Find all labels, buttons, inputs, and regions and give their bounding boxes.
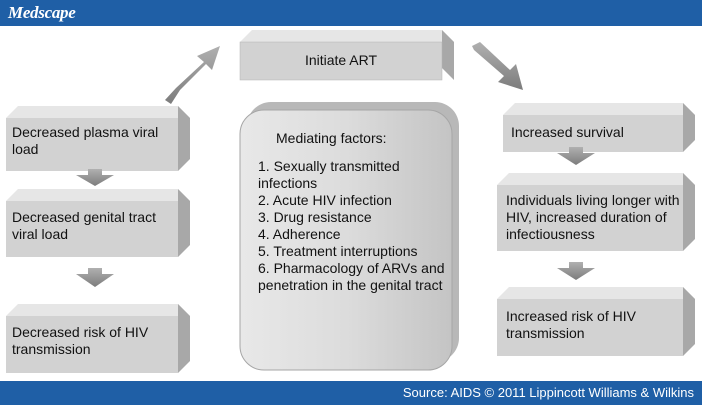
arrow-down-left-1 [76,169,114,186]
arrow-to-left-column [165,46,220,104]
flow-diagram: Initiate ART Decreased plasma viral load… [0,26,702,381]
label-genital-viral-load: Decreased genital tract viral load [12,209,156,242]
source-credit: Source: AIDS © 2011 Lippincott Williams … [402,385,694,400]
label-increased-survival: Increased survival [511,124,624,140]
factor-item: 2. Acute HIV infection [258,192,392,208]
box-increased-survival [503,103,695,152]
arrow-down-left-2 [76,268,114,287]
medscape-logo[interactable]: Medscape [8,3,76,22]
box-living-longer [497,173,695,251]
factor-item: 6. Pharmacology of ARVs and penetration … [258,260,445,293]
box-plasma-viral-load [6,106,190,171]
label-initiate-art: Initiate ART [304,52,378,68]
arrow-down-right-1 [557,147,595,165]
factor-item: 5. Treatment interruptions [258,243,418,259]
factor-item: 1. Sexually transmitted infections [258,158,400,191]
label-plasma-viral-load: Decreased plasma viral load [12,124,159,157]
diagram-graphics [6,30,695,373]
arrow-down-right-2 [557,262,595,280]
factor-item: 3. Drug resistance [258,209,372,225]
label-living-longer: Individuals living longer with HIV, incr… [506,192,680,242]
label-decreased-risk: Decreased risk of HIV transmission [12,324,149,357]
medscape-header: Medscape [0,0,702,26]
box-initiate-art [239,30,454,81]
box-increased-risk [497,287,695,356]
box-genital-viral-load [6,189,190,257]
box-mediating-factors [239,102,459,371]
box-decreased-risk [6,304,190,373]
label-increased-risk: Increased risk of HIV transmission [506,308,636,341]
arrow-to-right-column [472,42,523,90]
source-footer: Source: AIDS © 2011 Lippincott Williams … [0,381,702,405]
factor-item: 4. Adherence [258,226,341,242]
mediating-factors-title: Mediating factors: [276,130,387,146]
mediating-factors-list: 1. Sexually transmitted infections 2. Ac… [258,158,448,294]
